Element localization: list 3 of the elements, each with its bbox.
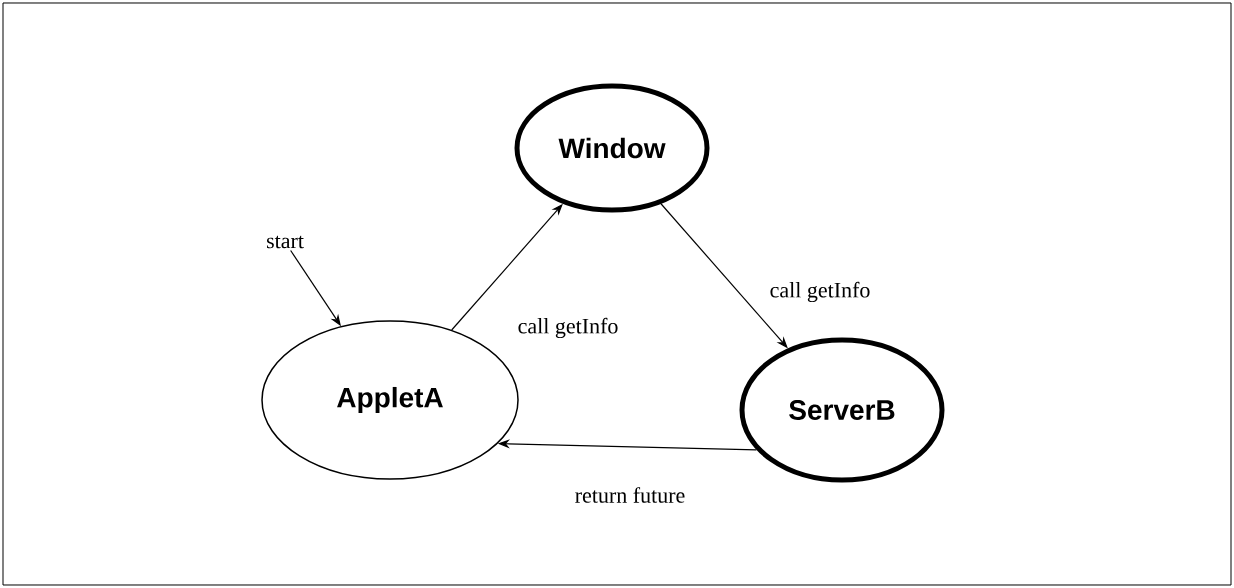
edge-label: return future [572, 485, 688, 505]
start-label: start [267, 235, 304, 249]
edge-label: call getInfo [767, 279, 873, 305]
